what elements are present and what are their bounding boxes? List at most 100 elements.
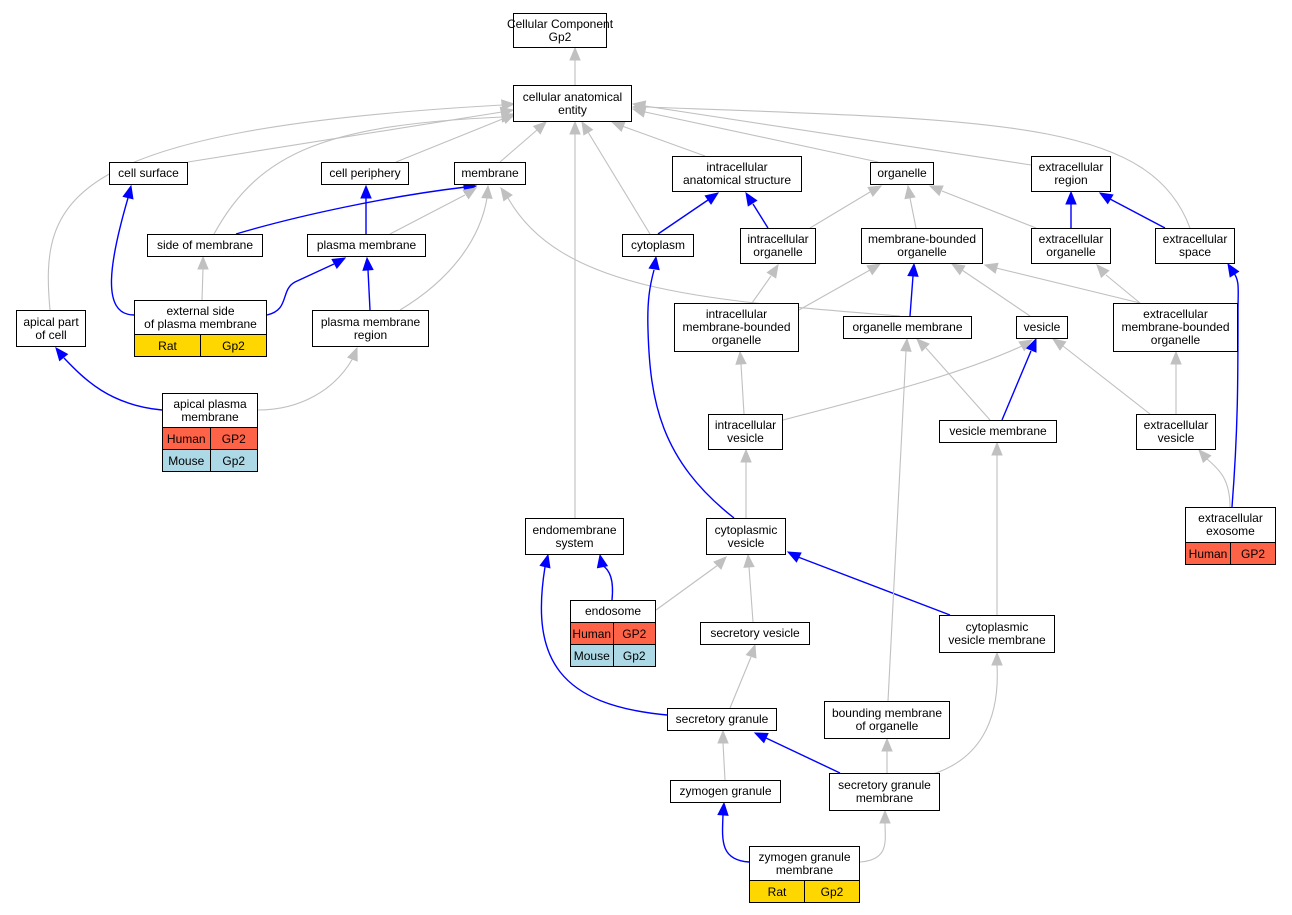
edge-arrowhead: [740, 448, 752, 463]
node-extracellularregion[interactable]: extracellular region: [1031, 156, 1111, 192]
node-label-box: cell periphery: [322, 163, 408, 184]
species-cell: Human: [572, 626, 612, 641]
node-cytoplasmicvesicle[interactable]: cytoplasmic vesicle: [706, 518, 786, 555]
node-membrane[interactable]: membrane: [454, 162, 526, 185]
edge-vesiclemembrane-to-organellemembrane: [916, 338, 991, 421]
node-secretorygranule[interactable]: secretory granule: [667, 708, 777, 731]
node-sideofmembrane[interactable]: side of membrane: [147, 234, 263, 257]
node-boundingmembrane[interactable]: bounding membrane of organelle: [824, 701, 950, 739]
node-label: external side of plasma membrane: [144, 303, 257, 331]
edge-arrowhead: [481, 184, 493, 199]
node-extracellularvesicle[interactable]: extracellular vesicle: [1136, 414, 1216, 450]
edge-exosome-to-extracellularvesicle: [1198, 449, 1231, 508]
node-root[interactable]: Cellular Component Gp2: [507, 13, 613, 48]
edge-endosome-to-cytoplasmicvesicle: [655, 556, 727, 611]
edge-organellemembrane-to-mbo: [907, 262, 919, 317]
node-extracellularorganelle[interactable]: extracellular organelle: [1031, 228, 1111, 264]
node-cellperiphery[interactable]: cell periphery: [321, 162, 409, 185]
node-label-box: cell surface: [110, 163, 187, 184]
edge-organellemembrane-to-membrane: [500, 186, 901, 317]
edge-vesiclemembrane-to-vesicle: [1001, 337, 1037, 421]
node-vesicle[interactable]: vesicle: [1016, 316, 1068, 339]
edge-arrowhead: [501, 111, 516, 123]
node-ias[interactable]: intracellular anatomical structure: [672, 156, 802, 192]
node-vesiclemembrane[interactable]: vesicle membrane: [939, 420, 1057, 443]
edge-arrowhead: [866, 263, 882, 276]
edge-ias-to-cae: [610, 121, 706, 157]
gene-cell: GP2: [209, 428, 258, 449]
node-label-box: extracellular membrane-bounded organelle: [1114, 304, 1237, 351]
edge-cytoplasm-to-ias: [657, 192, 720, 235]
node-pmregion[interactable]: plasma membrane region: [312, 310, 429, 347]
node-intracellularvesicle[interactable]: intracellular vesicle: [708, 414, 783, 450]
node-label: endosome: [584, 604, 642, 618]
node-label-box: cytoplasmic vesicle: [707, 519, 785, 554]
node-intracellularorganelle[interactable]: intracellular organelle: [740, 228, 816, 264]
node-label-box: extracellular space: [1156, 229, 1234, 263]
species-cell: Rat: [158, 338, 177, 353]
node-label: extracellular region: [1038, 160, 1104, 187]
node-organelle[interactable]: organelle: [870, 162, 934, 185]
edge-line: [909, 197, 917, 229]
edge-sgm-to-cvm: [929, 651, 1003, 776]
node-plasmamembrane[interactable]: plasma membrane: [307, 234, 426, 257]
node-endomembrane[interactable]: endomembrane system: [525, 518, 624, 555]
node-label-box: cytoplasmic vesicle membrane: [940, 616, 1054, 652]
edge-arrowhead: [596, 553, 609, 569]
edge-line: [621, 125, 706, 157]
node-apicalpart[interactable]: apical part of cell: [16, 310, 86, 347]
edge-apicalpart-to-cae: [47, 99, 516, 311]
edge-arrowhead: [753, 732, 769, 744]
edge-line: [644, 111, 879, 163]
edge-arrowhead: [900, 337, 912, 352]
edge-exosome-to-extracellularspace: [1227, 262, 1240, 508]
node-label-box: extracellular organelle: [1032, 229, 1110, 263]
node-imbo[interactable]: intracellular membrane-bounded organelle: [674, 303, 799, 352]
edge-arrowhead: [743, 553, 755, 568]
node-sgm[interactable]: secretory granule membrane: [829, 773, 940, 811]
node-cvm[interactable]: cytoplasmic vesicle membrane: [939, 615, 1055, 653]
node-label: cytoplasmic vesicle membrane: [948, 620, 1046, 647]
species-cell: Human: [166, 431, 206, 446]
node-label-box: apical part of cell: [17, 311, 85, 346]
edge-arrowhead: [735, 350, 747, 365]
node-cytoplasm[interactable]: cytoplasm: [622, 234, 694, 257]
edge-line: [647, 269, 735, 519]
edge-arrowhead: [950, 263, 966, 276]
node-organellemembrane[interactable]: organelle membrane: [843, 316, 972, 339]
edge-arrowhead: [991, 651, 1003, 666]
node-label: apical part of cell: [23, 314, 79, 342]
node-secretoryvesicle[interactable]: secretory vesicle: [700, 622, 810, 645]
node-label-box: Cellular Component Gp2: [507, 14, 613, 47]
edge-line: [657, 199, 709, 235]
edge-line: [740, 363, 745, 415]
edge-arrowhead: [717, 801, 729, 816]
node-label-box: extracellular exosome: [1186, 508, 1275, 542]
node-embo[interactable]: extracellular membrane-bounded organelle: [1113, 303, 1238, 352]
edge-line: [399, 197, 488, 311]
node-cae[interactable]: cellular anatomical entity: [513, 85, 632, 122]
node-cellsurface[interactable]: cell surface: [109, 162, 188, 185]
node-label: plasma membrane region: [320, 314, 421, 342]
node-mbo[interactable]: membrane-bounded organelle: [861, 228, 983, 264]
node-extracellularspace[interactable]: extracellular space: [1155, 228, 1235, 264]
node-zymogengranule[interactable]: zymogen granule: [670, 780, 781, 803]
edge-cytoplasm-to-cae: [581, 120, 651, 235]
edge-secretorygranule-to-secretoryvesicle: [729, 643, 757, 709]
edge-line: [887, 350, 907, 702]
node-label-box: zymogen granule membrane: [750, 847, 859, 880]
edge-mbo-to-organelle: [904, 184, 917, 229]
gene-cell: Gp2: [200, 335, 266, 356]
edge-line: [961, 269, 1031, 317]
edge-arrowhead: [745, 643, 757, 659]
edge-arrowhead: [928, 185, 944, 197]
edge-cvm-to-cytoplasmicvesicle: [786, 551, 951, 616]
